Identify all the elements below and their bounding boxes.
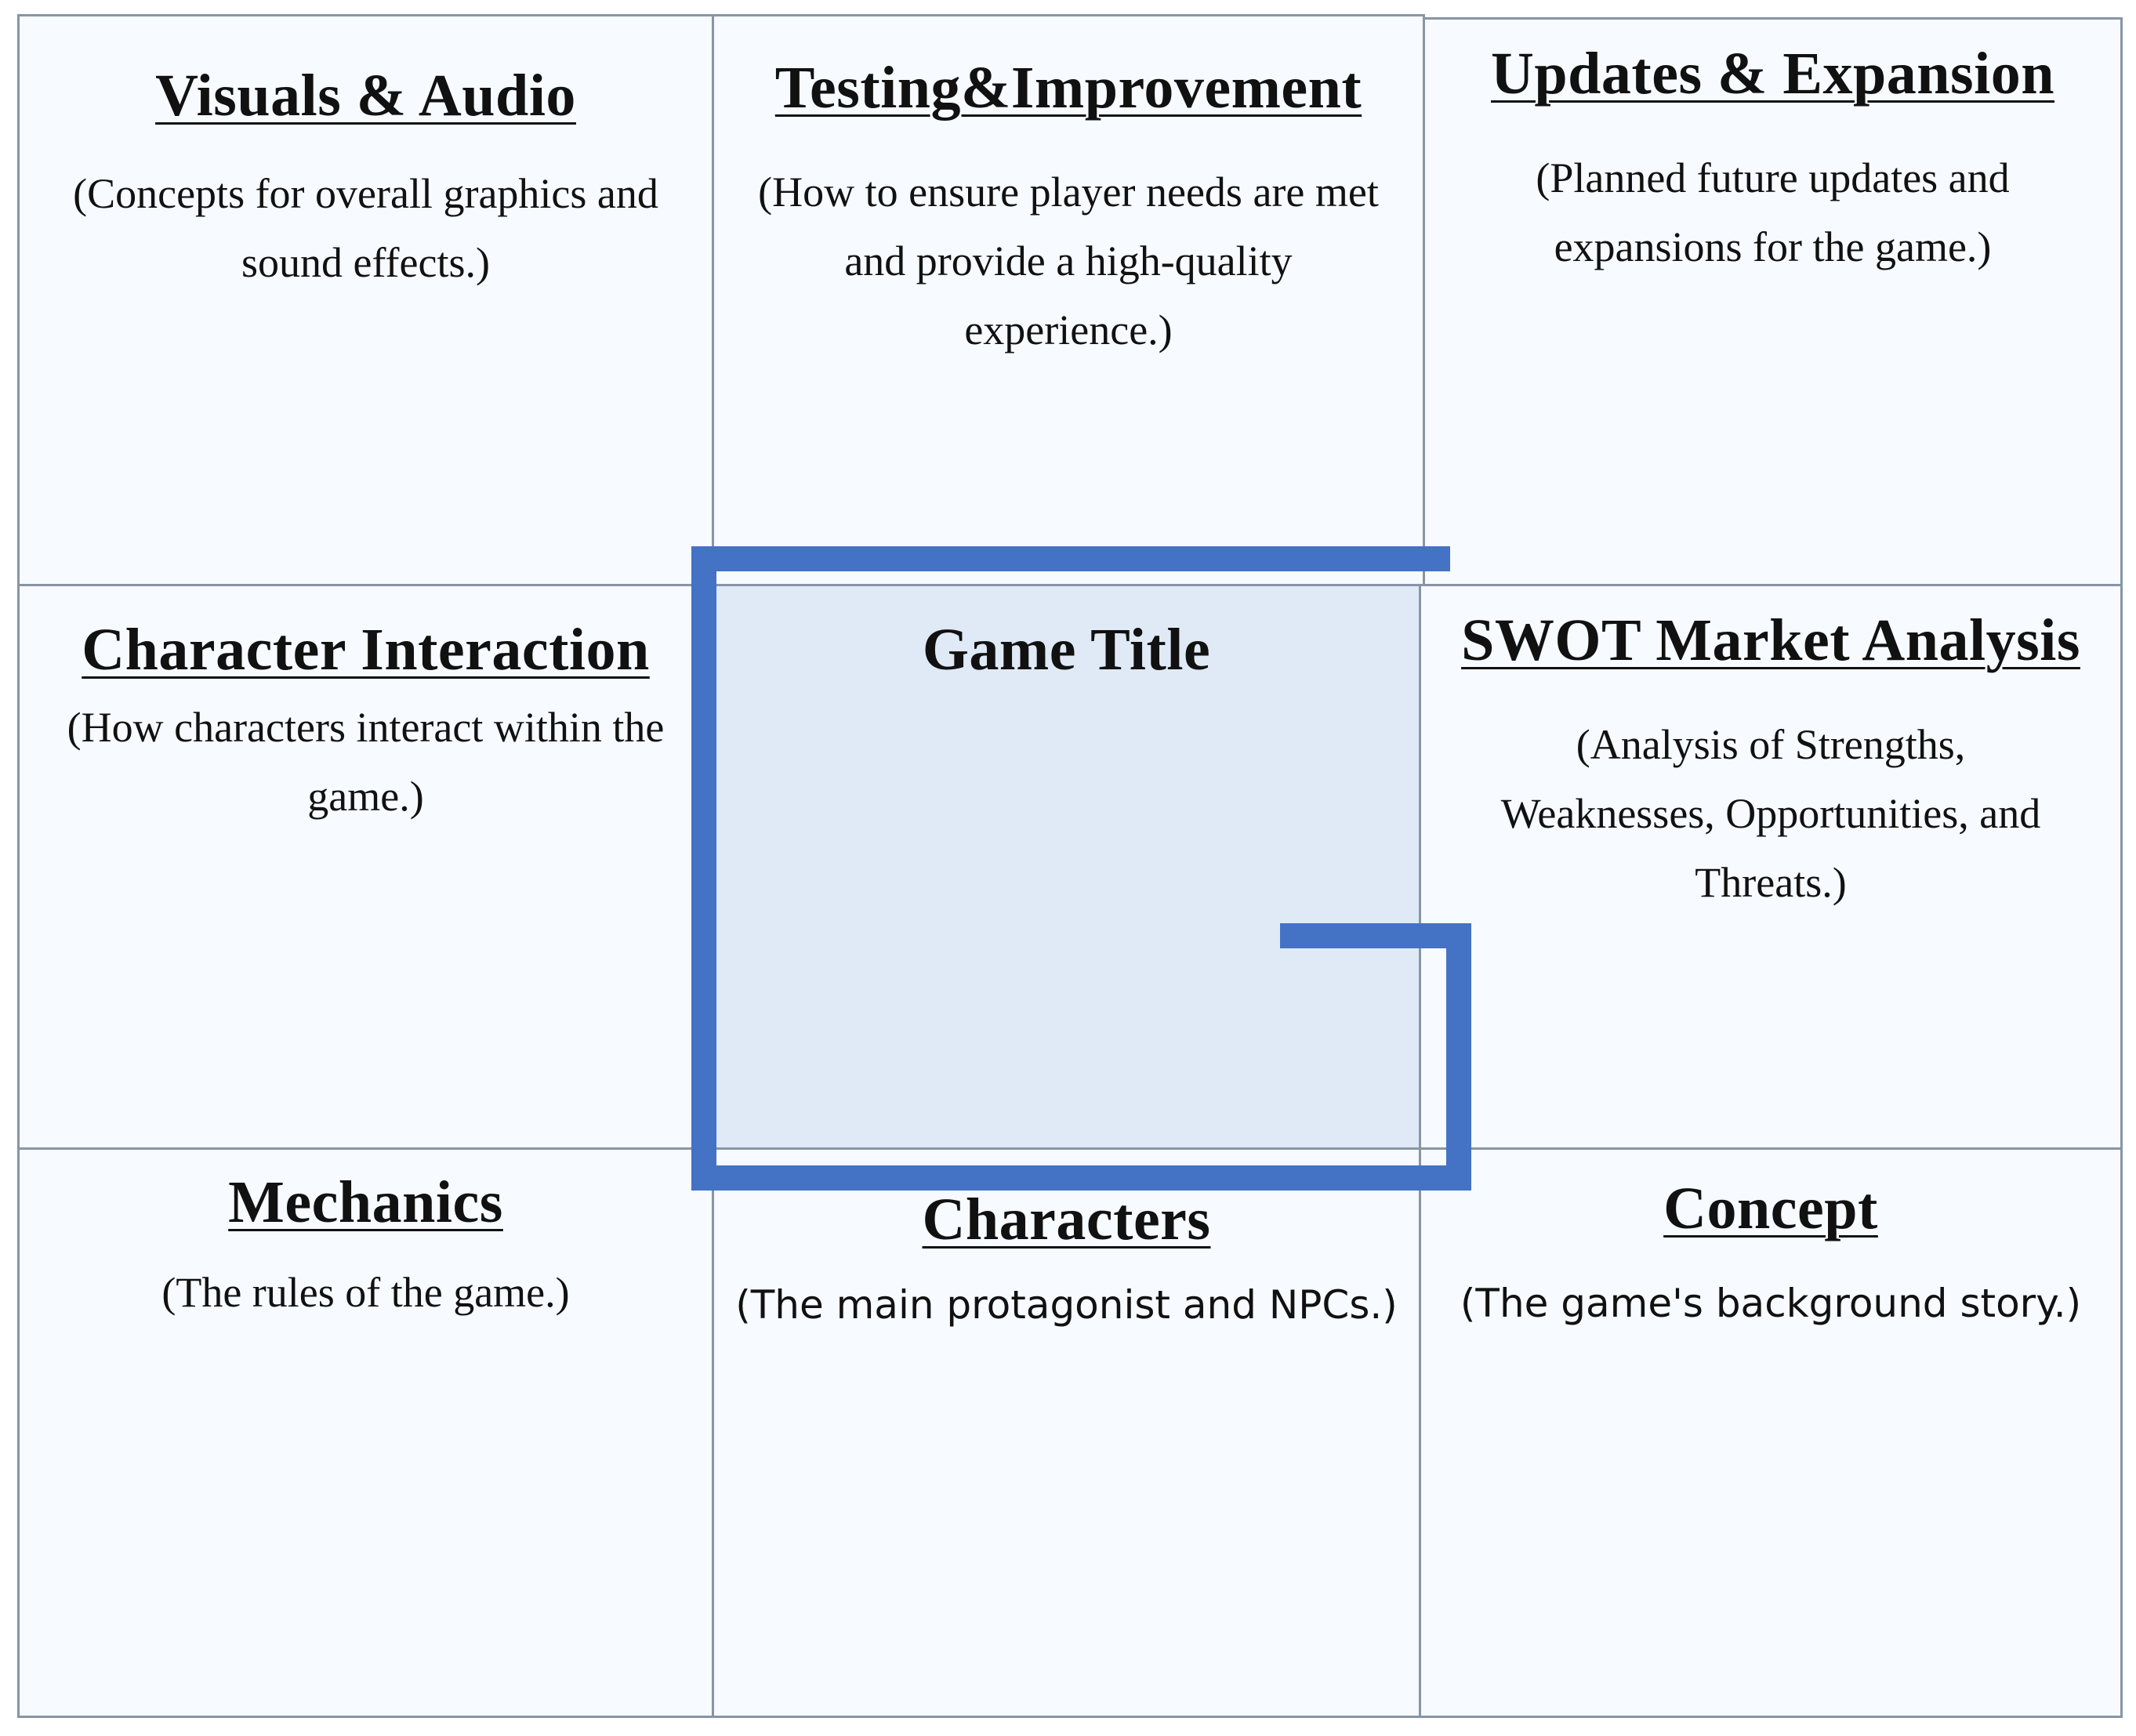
cell-testing-improvement: Testing&Improvement (How to ensure playe… [712, 14, 1425, 586]
frame-left-bar [691, 546, 716, 1191]
cell-title: Updates & Expansion [1490, 41, 2055, 107]
cell-updates-expansion: Updates & Expansion (Planned future upda… [1423, 17, 2123, 586]
cell-title: Mechanics [228, 1169, 503, 1235]
game-title: Game Title [922, 617, 1211, 683]
cell-mechanics: Mechanics (The rules of the game.) [17, 1147, 714, 1718]
cell-description: (Analysis of Strengths, Weaknesses, Oppo… [1500, 720, 2041, 906]
cell-title: Testing&Improvement [774, 55, 1362, 121]
cell-swot-market-analysis: SWOT Market Analysis (Analysis of Streng… [1419, 584, 2123, 1150]
cell-description: (How characters interact within the game… [67, 703, 665, 820]
cell-title: Characters [922, 1187, 1211, 1252]
frame-top-bar [691, 546, 1450, 571]
frame-bottom-bar [691, 1165, 1471, 1191]
cell-game-title: Game Title [712, 584, 1421, 1150]
cell-title: SWOT Market Analysis [1461, 607, 2080, 673]
cell-description: (Concepts for overall graphics and sound… [73, 169, 658, 286]
cell-characters: Characters (The main protagonist and NPC… [712, 1147, 1421, 1718]
frame-inner-bar [1280, 923, 1471, 948]
cell-concept: Concept (The game's background story.) [1419, 1147, 2123, 1718]
cell-description: (How to ensure player needs are met and … [758, 168, 1379, 353]
cell-title: Character Interaction [82, 617, 650, 683]
cell-description: (The rules of the game.) [161, 1268, 570, 1316]
cell-character-interaction: Character Interaction (How characters in… [17, 584, 714, 1150]
cell-description: (The game's background story.) [1460, 1280, 2082, 1326]
frame-right-bar [1446, 923, 1471, 1191]
cell-title: Concept [1663, 1176, 1878, 1241]
cell-description: (The main protagonist and NPCs.) [735, 1281, 1398, 1328]
cell-title: Visuals & Audio [155, 63, 576, 129]
cell-description: (Planned future updates and expansions f… [1536, 154, 2010, 270]
cell-visuals-audio: Visuals & Audio (Concepts for overall gr… [17, 14, 714, 586]
